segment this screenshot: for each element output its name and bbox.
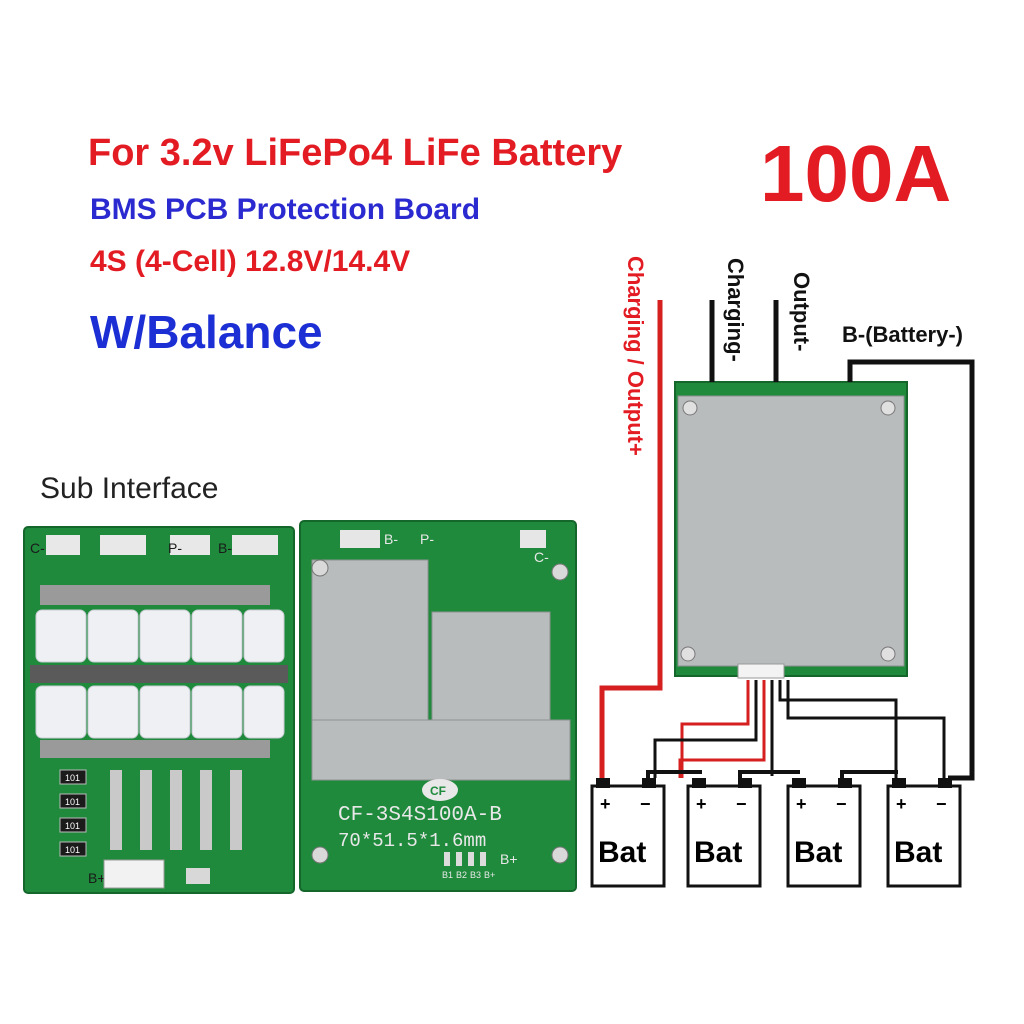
pcb-back-image: B- P- C- B+ CF CF-3S4S100A-B 70*51.5*1.6… — [299, 520, 577, 892]
resistor-code: 101 — [65, 845, 80, 855]
back-pin-cminus: C- — [534, 549, 549, 565]
cf-logo: CF — [430, 784, 446, 798]
battery-cell: + − Bat — [786, 778, 862, 888]
battery-plus: + — [600, 794, 611, 814]
battery-minus: − — [640, 794, 651, 814]
battery-cell: + − Bat — [590, 778, 666, 888]
battery-label: Bat — [694, 836, 742, 869]
title-line-1: For 3.2v LiFePo4 LiFe Battery — [88, 132, 623, 174]
title-line-2: BMS PCB Protection Board — [90, 193, 481, 226]
board-dimension-text: 70*51.5*1.6mm — [338, 830, 486, 852]
pad-label-p: P- — [168, 540, 182, 556]
resistor-code: 101 — [65, 821, 80, 831]
resistor-code: 101 — [65, 797, 80, 807]
battery-minus: − — [836, 794, 847, 814]
battery-label: Bat — [894, 836, 942, 869]
back-pin-pminus: P- — [420, 531, 434, 547]
label-charging-minus: Charging- — [723, 258, 748, 362]
battery-minus: − — [936, 794, 947, 814]
balance-label: B1 — [442, 870, 453, 880]
current-rating: 100A — [760, 129, 952, 218]
board-model-text: CF-3S4S100A-B — [338, 804, 502, 827]
title-line-4: W/Balance — [90, 306, 323, 358]
battery-plus: + — [896, 794, 907, 814]
resistor-code: 101 — [65, 773, 80, 783]
pcb-front-image: C- P- B- B+ — [23, 526, 295, 894]
wiring — [599, 300, 975, 782]
battery-cell: + − Bat — [686, 778, 762, 888]
pad-label-b: B- — [218, 540, 232, 556]
battery-group: + − Bat + − Bat + − Bat + − Bat — [590, 778, 962, 888]
balance-label: B3 — [470, 870, 481, 880]
pad-label-c: C- — [30, 540, 45, 556]
battery-minus: − — [736, 794, 747, 814]
battery-label: Bat — [598, 836, 646, 869]
battery-plus: + — [696, 794, 707, 814]
label-output-minus: Output- — [789, 272, 814, 352]
pad-label-bplus: B+ — [88, 870, 106, 886]
title-line-3: 4S (4-Cell) 12.8V/14.4V — [90, 245, 411, 278]
label-charging-output-plus: Charging / Output+ — [623, 256, 648, 456]
balance-label: B2 — [456, 870, 467, 880]
battery-cell: + − Bat — [886, 778, 962, 888]
sub-interface-label: Sub Interface — [40, 472, 219, 505]
bms-board-diagram — [674, 381, 908, 679]
back-pin-bminus: B- — [384, 531, 398, 547]
label-battery-minus: B-(Battery-) — [842, 322, 963, 347]
battery-label: Bat — [794, 836, 842, 869]
battery-plus: + — [796, 794, 807, 814]
balance-label: B+ — [484, 870, 495, 880]
back-pin-bplus: B+ — [500, 851, 518, 867]
